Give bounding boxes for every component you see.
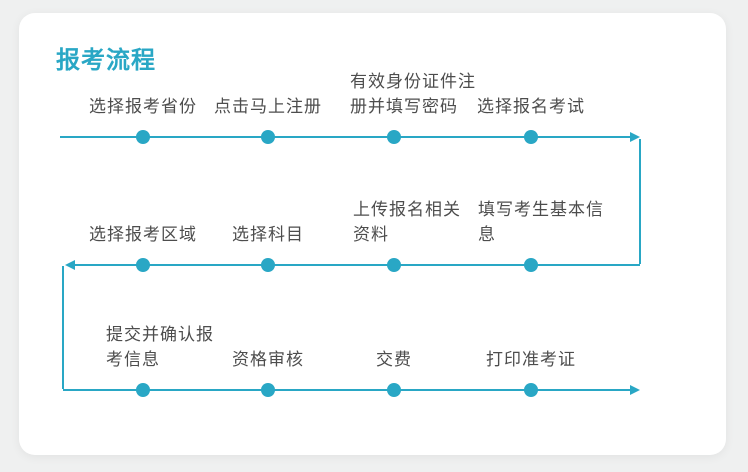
step-label-select-province: 选择报考省份: [63, 94, 223, 119]
flow-step-dot: [524, 130, 538, 144]
flow-step-dot: [136, 258, 150, 272]
step-label-upload-materials: 上传报名相关 资料: [353, 197, 461, 247]
flow-step-dot: [387, 258, 401, 272]
step-label-line: 上传报名相关: [353, 200, 461, 219]
flow-step-dot: [136, 383, 150, 397]
step-label-submit-confirm: 提交并确认报 考信息: [106, 322, 214, 372]
step-label-pay-fee: 交费: [314, 347, 474, 372]
step-label-select-region: 选择报考区域: [63, 222, 223, 247]
step-label-line: 考信息: [106, 350, 160, 369]
step-label-line: 息: [478, 225, 496, 244]
flow-step-dot: [387, 130, 401, 144]
flow-step-dot: [524, 383, 538, 397]
flow-step-dot: [524, 258, 538, 272]
flow-step-dot: [261, 383, 275, 397]
registration-flow-card: 报考流程: [19, 13, 726, 455]
flow-step-dot: [261, 258, 275, 272]
step-label-line: 填写考生基本信: [478, 200, 604, 219]
step-label-line: 选择科目: [232, 225, 304, 244]
step-label-line: 选择报名考试: [477, 97, 585, 116]
step-label-line: 册并填写密码: [350, 97, 458, 116]
flow-step-dot: [136, 130, 150, 144]
step-label-select-exam: 选择报名考试: [451, 94, 611, 119]
step-label-line: 提交并确认报: [106, 325, 214, 344]
step-label-line: 打印准考证: [486, 350, 576, 369]
step-label-line: 交费: [376, 350, 412, 369]
step-label-print-admission-ticket: 打印准考证: [451, 347, 611, 372]
step-label-line: 有效身份证件注: [350, 72, 476, 91]
step-label-line: 选择报考区域: [89, 225, 197, 244]
step-label-line: 资格审核: [232, 350, 304, 369]
step-label-line: 选择报考省份: [89, 97, 197, 116]
flow-step-dot: [261, 130, 275, 144]
step-label-line: 资料: [353, 225, 389, 244]
step-label-id-register-password: 有效身份证件注 册并填写密码: [350, 69, 476, 119]
page-title: 报考流程: [56, 47, 156, 74]
step-label-fill-basic-info: 填写考生基本信 息: [478, 197, 604, 247]
step-label-line: 点击马上注册: [214, 97, 322, 116]
step-label-select-subject: 选择科目: [188, 222, 348, 247]
flow-step-dot: [387, 383, 401, 397]
step-label-click-register: 点击马上注册: [188, 94, 348, 119]
step-label-qualification-review: 资格审核: [188, 347, 348, 372]
